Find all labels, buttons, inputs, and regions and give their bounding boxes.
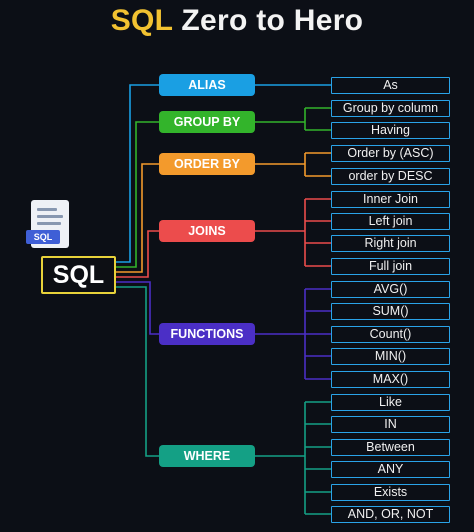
leaf-functions-1: SUM() xyxy=(331,302,450,320)
connector-root-alias xyxy=(116,84,159,263)
sql-document-icon: SQL xyxy=(24,198,76,254)
leaf-functions-2: Count() xyxy=(331,325,450,343)
leaf-joins-2: Right join xyxy=(331,234,450,252)
leaf-order-by-1: order by DESC xyxy=(331,167,450,185)
leaf-order-by-0: Order by (ASC) xyxy=(331,144,450,162)
category-where: WHERE xyxy=(159,445,255,467)
title-zero-to-hero: Zero to Hero xyxy=(181,4,364,37)
connector-root-group-by xyxy=(116,121,159,268)
leaf-joins-0: Inner Join xyxy=(331,190,450,208)
page-title: SQL Zero to Hero xyxy=(0,2,474,40)
leaf-where-4: Exists xyxy=(331,483,450,501)
connector-root-order-by xyxy=(116,163,159,273)
category-joins: JOINS xyxy=(159,220,255,242)
leaf-where-3: ANY xyxy=(331,460,450,478)
leaf-group-by-1: Having xyxy=(331,121,450,139)
category-functions: FUNCTIONS xyxy=(159,323,255,345)
leaf-joins-3: Full join xyxy=(331,257,450,275)
leaf-functions-0: AVG() xyxy=(331,280,450,298)
connector-root-joins xyxy=(116,230,159,278)
connector-root-where xyxy=(116,286,159,457)
root-node-sql: SQL xyxy=(41,256,116,294)
connector-root-functions xyxy=(116,281,159,335)
title-sql: SQL xyxy=(110,4,173,37)
leaf-group-by-0: Group by column xyxy=(331,99,450,117)
leaf-alias-0: As xyxy=(331,76,450,94)
category-alias: ALIAS xyxy=(159,74,255,96)
category-order-by: ORDER BY xyxy=(159,153,255,175)
leaf-where-0: Like xyxy=(331,393,450,411)
leaf-joins-1: Left join xyxy=(331,212,450,230)
sql-badge-text: SQL xyxy=(33,232,53,242)
leaf-where-1: IN xyxy=(331,415,450,433)
leaf-functions-4: MAX() xyxy=(331,370,450,388)
category-group-by: GROUP BY xyxy=(159,111,255,133)
leaf-functions-3: MIN() xyxy=(331,347,450,365)
leaf-where-5: AND, OR, NOT xyxy=(331,505,450,523)
leaf-where-2: Between xyxy=(331,438,450,456)
